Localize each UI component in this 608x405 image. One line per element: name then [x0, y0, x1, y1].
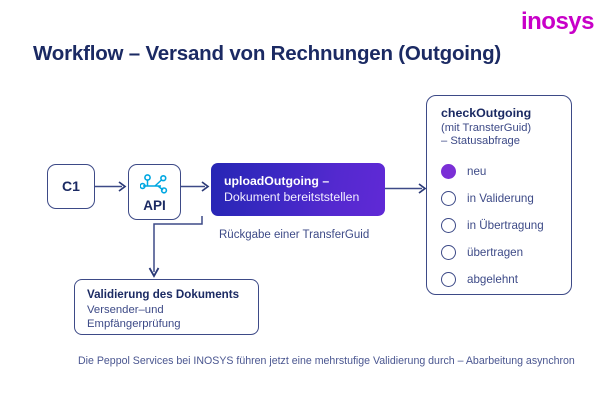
status-dot-icon — [441, 272, 456, 287]
footer-note: Die Peppol Services bei INOSYS führen je… — [78, 355, 575, 367]
status-dot-icon — [441, 218, 456, 233]
status-list: neu in Validerung in Übertragung übertra… — [441, 158, 565, 293]
status-item-label: übertragen — [467, 246, 524, 259]
status-panel-subtitle: (mit TransterGuid) – Statusabfrage — [441, 122, 531, 148]
status-item-abgelehnt[interactable]: abgelehnt — [441, 266, 565, 293]
status-item-neu[interactable]: neu — [441, 158, 565, 185]
action-upload-title: uploadOutgoing – — [224, 174, 330, 188]
validation-title: Validierung des Dokuments — [87, 288, 240, 301]
node-api-label: API — [143, 198, 166, 213]
status-panel-subtitle-line2: – Statusabfrage — [441, 135, 520, 147]
node-c1[interactable]: C1 — [47, 164, 95, 209]
action-upload-subtitle: Dokument bereitststellen — [224, 190, 360, 204]
status-item-uebertragen[interactable]: übertragen — [441, 239, 565, 266]
status-item-in-uebertragung[interactable]: in Übertragung — [441, 212, 565, 239]
status-dot-icon — [441, 245, 456, 260]
validation-subtitle-line2: Empfängerprüfung — [87, 317, 181, 330]
connector-api-to-upload — [180, 181, 210, 192]
status-panel-subtitle-line1: (mit TransterGuid) — [441, 122, 532, 134]
status-panel-title: checkOutgoing — [441, 106, 532, 120]
box-validation[interactable]: Validierung des Dokuments Versender–und … — [74, 279, 259, 335]
action-upload-outgoing[interactable]: uploadOutgoing – Dokument bereitststelle… — [211, 163, 385, 216]
connector-to-validation — [148, 216, 203, 278]
status-item-label: in Übertragung — [467, 219, 544, 232]
node-api[interactable]: API — [128, 164, 181, 220]
validation-subtitle-line1: Versender–und — [87, 304, 164, 316]
status-item-label: in Validerung — [467, 192, 534, 205]
api-network-icon — [138, 172, 170, 194]
status-item-label: neu — [467, 165, 487, 178]
status-dot-icon — [441, 164, 456, 179]
node-c1-label: C1 — [62, 178, 80, 194]
inosys-logo: inosys — [520, 8, 595, 35]
status-item-label: abgelehnt — [467, 273, 518, 286]
status-item-in-validerung[interactable]: in Validerung — [441, 185, 565, 212]
page-title: Workflow – Versand von Rechnungen (Outgo… — [33, 42, 502, 65]
caption-transfer-guid: Rückgabe einer TransferGuid — [219, 229, 370, 241]
connector-upload-to-status — [384, 183, 427, 194]
connector-c1-to-api — [93, 181, 127, 192]
validation-subtitle: Versender–und Empfängerprüfung — [87, 304, 181, 331]
panel-check-outgoing[interactable]: checkOutgoing (mit TransterGuid) – Statu… — [426, 95, 572, 295]
status-dot-icon — [441, 191, 456, 206]
